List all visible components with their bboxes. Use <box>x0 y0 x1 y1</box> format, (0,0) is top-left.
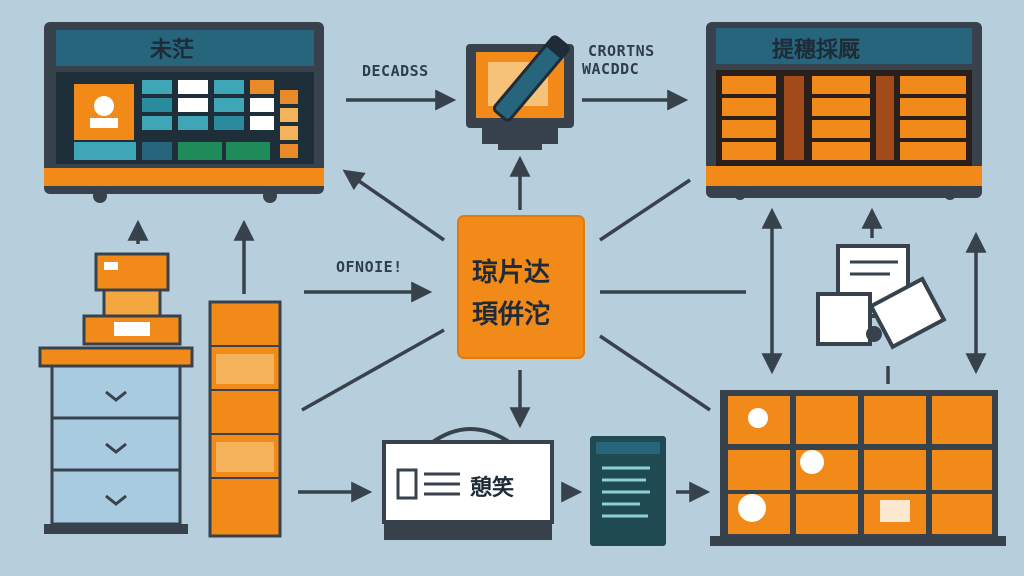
label-wacddc: WACDDC <box>582 60 640 78</box>
column-stack-icon <box>208 300 282 538</box>
connector-arrows <box>127 89 987 503</box>
document-stamp-icon <box>816 244 947 350</box>
top-right-board <box>706 22 982 200</box>
label-ofnoie: OFNOIE! <box>336 258 403 276</box>
top-left-dashboard <box>44 22 324 203</box>
clipboard-icon <box>590 436 666 546</box>
label-decads: DECADSS <box>362 62 429 80</box>
label-crortns: CRORTNS <box>588 42 655 60</box>
bottom-screen-text: 憩笑 <box>470 476 515 501</box>
monitor-pen-icon <box>466 35 574 150</box>
center-line-2: 頊倂沱 <box>472 300 551 330</box>
warehouse-icon <box>710 390 1006 546</box>
bottom-monitor-icon <box>382 427 554 540</box>
stacked-boxes-icon <box>82 252 182 346</box>
center-line-1: 琼片达 <box>472 258 551 288</box>
top-right-title: 提穗採厩 <box>772 38 861 63</box>
cabinet-icon <box>38 346 194 534</box>
center-box <box>457 215 585 359</box>
top-left-title: 未茫 <box>150 38 195 63</box>
